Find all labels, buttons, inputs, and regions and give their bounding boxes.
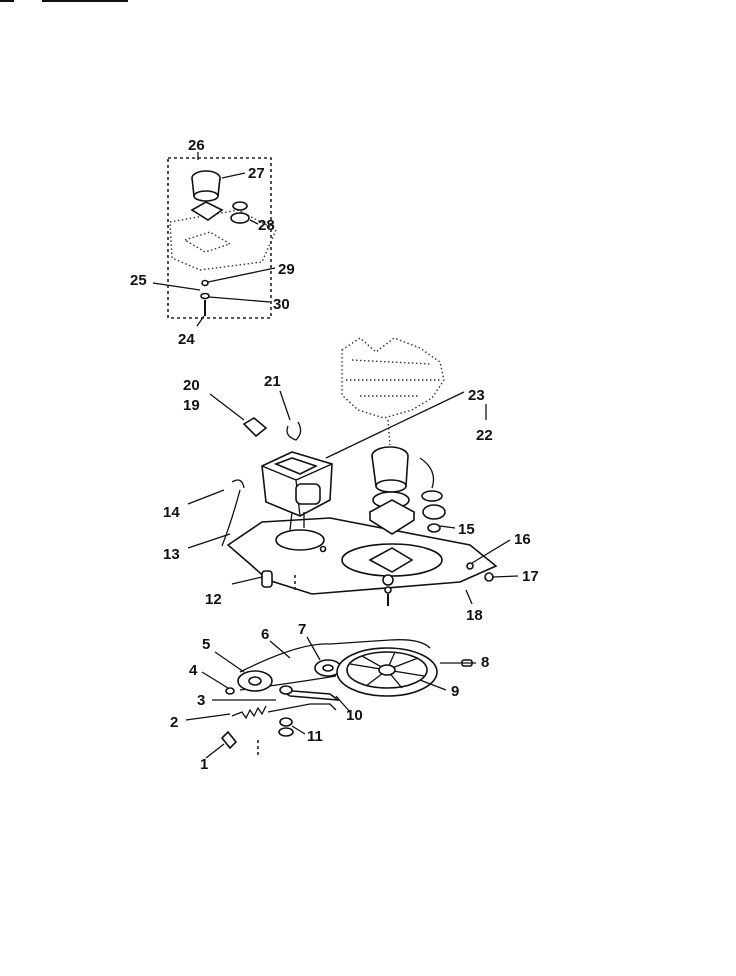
spring-hook <box>220 730 238 750</box>
label-28: 28 <box>258 217 275 234</box>
label-21: 21 <box>264 373 281 390</box>
inset-hub <box>190 201 224 221</box>
tension-spring <box>231 705 267 720</box>
label-22: 22 <box>476 427 493 444</box>
drive-belt <box>239 639 431 673</box>
label-13: 13 <box>163 546 180 563</box>
label-17: 17 <box>522 568 539 585</box>
label-23: 23 <box>468 387 485 404</box>
label-6: 6 <box>261 626 269 643</box>
label-20: 20 <box>183 377 200 394</box>
label-25: 25 <box>130 272 147 289</box>
tub-outline-dotted <box>341 337 445 419</box>
label-19: 19 <box>183 397 200 414</box>
bushing-part-12 <box>261 570 273 588</box>
label-7: 7 <box>298 621 306 638</box>
label-24: 24 <box>178 331 195 348</box>
inset-washer-a <box>232 201 248 211</box>
label-5: 5 <box>202 636 210 653</box>
label-9: 9 <box>451 683 459 700</box>
label-16: 16 <box>514 531 531 548</box>
label-27: 27 <box>248 165 265 182</box>
label-3: 3 <box>197 692 205 709</box>
label-14: 14 <box>163 504 180 521</box>
label-29: 29 <box>278 261 295 278</box>
label-12: 12 <box>205 591 222 608</box>
label-11: 11 <box>307 728 323 745</box>
label-18: 18 <box>466 607 483 624</box>
label-10: 10 <box>346 707 363 724</box>
label-26: 26 <box>188 137 205 154</box>
drive-assembly <box>185 636 476 759</box>
label-1: 1 <box>200 756 208 773</box>
label-2: 2 <box>170 714 178 731</box>
label-4: 4 <box>189 662 198 679</box>
part-labels: 26 27 28 29 25 30 24 20 19 21 23 22 14 1… <box>130 137 539 773</box>
label-8: 8 <box>481 654 489 671</box>
clip-part-19-20 <box>242 417 268 438</box>
inset-dashed-box <box>167 157 272 319</box>
inset-washer-b <box>230 212 250 224</box>
label-15: 15 <box>458 521 475 538</box>
inset-assembly <box>152 152 277 327</box>
label-30: 30 <box>273 296 290 313</box>
main-assembly <box>187 337 519 606</box>
